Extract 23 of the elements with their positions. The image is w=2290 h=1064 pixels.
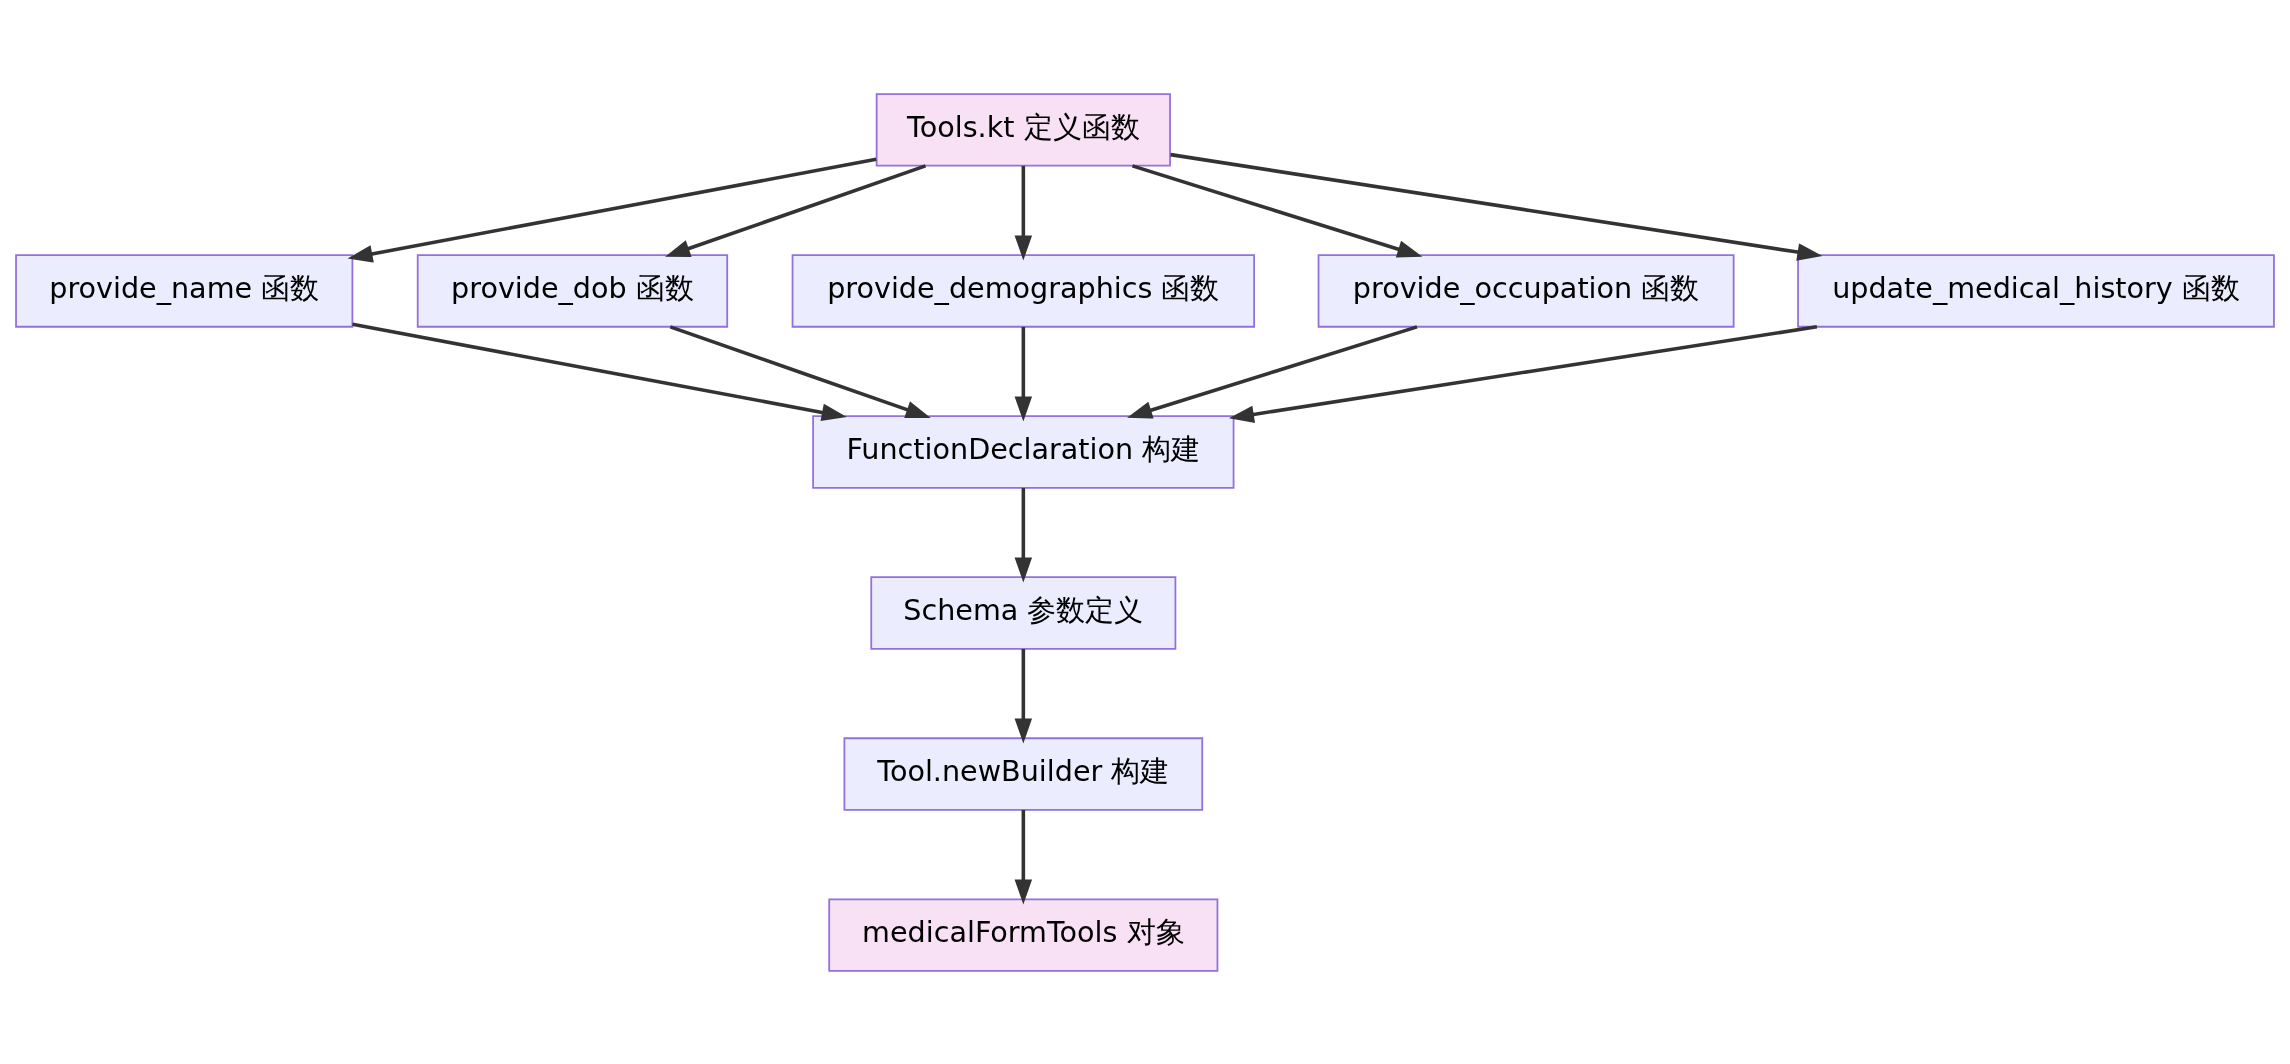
node-box: provide_dob 函数 bbox=[416, 253, 729, 328]
arrow bbox=[665, 163, 927, 257]
arrow bbox=[669, 324, 931, 418]
node-box: provide_name 函数 bbox=[15, 253, 354, 328]
arrow bbox=[1014, 326, 1033, 421]
arrow bbox=[1131, 163, 1423, 258]
arrow bbox=[1014, 809, 1033, 905]
node-box: medicalFormTools 对象 bbox=[828, 897, 1219, 972]
arrow bbox=[1014, 165, 1033, 260]
node-box: update_medical_history 函数 bbox=[1797, 253, 2275, 328]
node-box: Schema 参数定义 bbox=[870, 575, 1177, 650]
arrow bbox=[1014, 487, 1033, 583]
node-box: Tools.kt 定义函数 bbox=[875, 92, 1171, 167]
node-box: provide_demographics 函数 bbox=[791, 253, 1256, 328]
arrow bbox=[347, 157, 877, 263]
arrow bbox=[1228, 324, 1818, 423]
arrow bbox=[1127, 324, 1418, 419]
node-box: FunctionDeclaration 构建 bbox=[812, 414, 1235, 489]
arrow bbox=[1014, 648, 1033, 744]
node-box: Tool.newBuilder 构建 bbox=[843, 736, 1204, 811]
arrow bbox=[352, 322, 847, 421]
node-box: provide_occupation 函数 bbox=[1317, 253, 1735, 328]
arrow bbox=[1170, 152, 1823, 261]
